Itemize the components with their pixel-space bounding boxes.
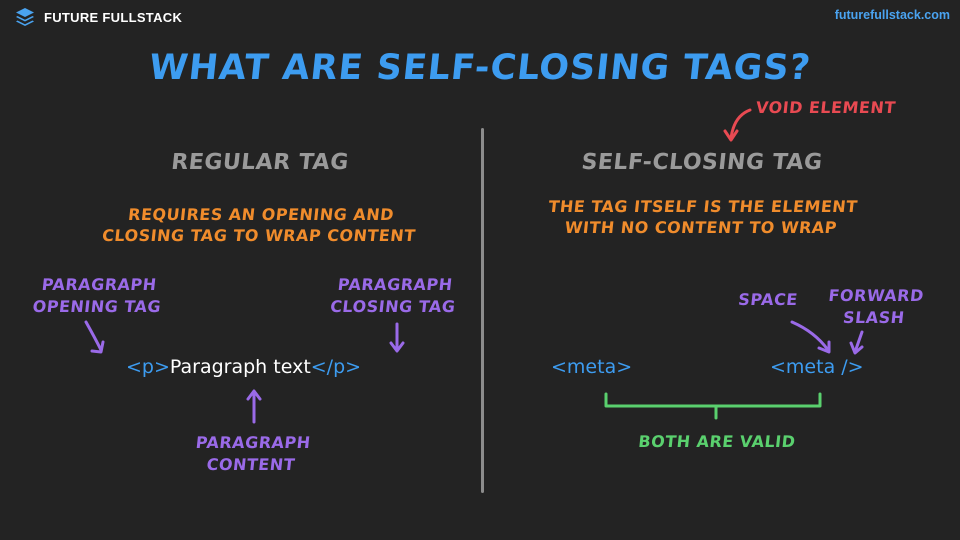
- center-divider: [481, 128, 484, 493]
- code-paragraph-text: Paragraph text: [169, 356, 311, 378]
- code-close-tag: </p>: [310, 356, 362, 378]
- code-meta-self-closing-tag: <meta />: [770, 356, 864, 378]
- site-url-link[interactable]: futurefullstack.com: [834, 8, 950, 22]
- code-open-tag: <p>: [126, 356, 170, 378]
- meta-code-example: <meta>: [551, 356, 632, 378]
- forward-slash-arrow-icon: [849, 330, 864, 355]
- paragraph-code-example: <p>Paragraph text</p>: [126, 356, 361, 378]
- opening-tag-arrow-icon: [84, 320, 105, 354]
- space-arrow-icon: [790, 320, 831, 354]
- void-element-arrow-icon: [723, 108, 752, 142]
- code-meta-tag: <meta>: [551, 356, 633, 378]
- layers-stack-icon: [14, 6, 36, 28]
- brand[interactable]: FUTURE FULLSTACK: [14, 6, 182, 28]
- closing-tag-arrow-icon: [389, 322, 405, 353]
- brand-name: FUTURE FULLSTACK: [44, 9, 183, 25]
- both-valid-bracket-icon: [604, 392, 822, 420]
- content-arrow-icon: [246, 389, 262, 424]
- meta-self-closing-code-example: <meta />: [770, 356, 864, 378]
